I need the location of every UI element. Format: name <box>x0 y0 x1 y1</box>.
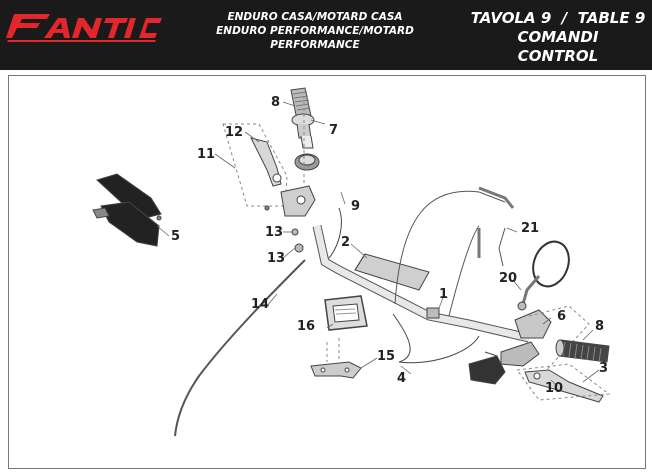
handguard-part <box>92 173 162 247</box>
callout-7: 7 <box>329 123 339 138</box>
model-list: ENDURO CASA/MOTARD CASA ENDURO PERFORMAN… <box>170 10 460 52</box>
callout-20: 20 <box>499 271 518 286</box>
callout-12: 12 <box>225 125 244 140</box>
callout-1: 1 <box>439 287 449 302</box>
table-title: TAVOLA 9 / TABLE 9 <box>470 9 646 27</box>
fantic-logo <box>6 14 162 42</box>
brake-master-part <box>500 305 590 377</box>
callout-14: 14 <box>251 297 270 312</box>
nut-13b <box>294 243 304 253</box>
brake-lever-part <box>516 363 611 403</box>
callout-16: 16 <box>297 319 316 334</box>
mirror-part <box>517 240 570 311</box>
callout-9: 9 <box>351 199 361 214</box>
lever-bracket-part <box>264 185 316 217</box>
callout-15: 15 <box>377 349 396 364</box>
callout-5: 5 <box>171 229 181 244</box>
callout-11: 11 <box>197 147 216 162</box>
callout-13b: 13 <box>267 251 286 266</box>
callout-2: 2 <box>341 235 351 250</box>
header-bar: ENDURO CASA/MOTARD CASA ENDURO PERFORMAN… <box>0 0 652 70</box>
throttle-grip-part <box>290 87 320 171</box>
handlebar-part <box>312 225 531 343</box>
callout-8-right: 8 <box>595 319 605 334</box>
right-grip-part <box>555 339 610 363</box>
table-heading: TAVOLA 9 / TABLE 9 COMANDI CONTROL <box>468 9 648 66</box>
callout-6: 6 <box>557 309 567 324</box>
callout-8: 8 <box>271 95 281 110</box>
callout-3: 3 <box>599 361 609 376</box>
callout-4: 4 <box>397 371 407 386</box>
section-title-en: CONTROL <box>517 47 599 65</box>
exploded-diagram-frame: 8 7 12 11 9 5 13 13 2 21 20 1 14 6 16 8 … <box>8 75 646 469</box>
model-line-2: ENDURO PERFORMANCE/MOTARD PERFORMANCE <box>216 25 414 51</box>
callout-13a: 13 <box>265 225 284 240</box>
model-line-1: ENDURO CASA/MOTARD CASA <box>227 11 403 23</box>
nut-13a <box>291 228 299 236</box>
section-title-it: COMANDI <box>517 28 599 46</box>
dashboard-part <box>324 295 368 331</box>
exploded-diagram <box>92 87 611 437</box>
switch-housing-part <box>468 351 506 385</box>
callout-10: 10 <box>545 381 564 396</box>
callout-21: 21 <box>521 221 540 236</box>
dashboard-bracket-part <box>310 338 362 379</box>
